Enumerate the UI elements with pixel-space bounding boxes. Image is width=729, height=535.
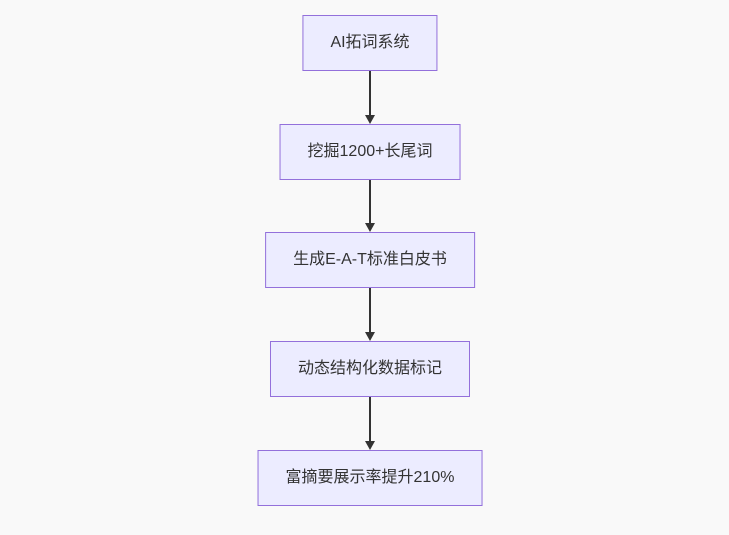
flow-arrow-3 <box>365 288 375 341</box>
flow-node-structured-data-markup: 动态结构化数据标记 <box>269 341 471 397</box>
arrowhead-down-icon <box>365 223 375 232</box>
flow-node-label: AI拓词系统 <box>330 34 410 52</box>
flow-node-ai-expansion-system: AI拓词系统 <box>302 15 438 71</box>
flow-arrow-2 <box>365 180 375 232</box>
arrow-line <box>369 180 371 224</box>
flow-node-eat-whitepaper: 生成E-A-T标准白皮书 <box>265 232 475 288</box>
arrow-line <box>369 397 371 442</box>
flow-arrow-4 <box>365 397 375 450</box>
flow-node-label: 富摘要展示率提升210% <box>285 469 455 487</box>
flow-node-longtail-keyword-mining: 挖掘1200+长尾词 <box>279 124 461 180</box>
flow-arrow-1 <box>365 71 375 124</box>
flow-node-label: 挖掘1200+长尾词 <box>307 143 433 161</box>
flow-node-label: 生成E-A-T标准白皮书 <box>293 251 447 269</box>
flow-node-label: 动态结构化数据标记 <box>297 360 443 378</box>
arrowhead-down-icon <box>365 332 375 341</box>
arrowhead-down-icon <box>365 115 375 124</box>
arrow-line <box>369 71 371 116</box>
flow-node-rich-snippet-uplift: 富摘要展示率提升210% <box>257 450 483 506</box>
arrowhead-down-icon <box>365 441 375 450</box>
arrow-line <box>369 288 371 333</box>
